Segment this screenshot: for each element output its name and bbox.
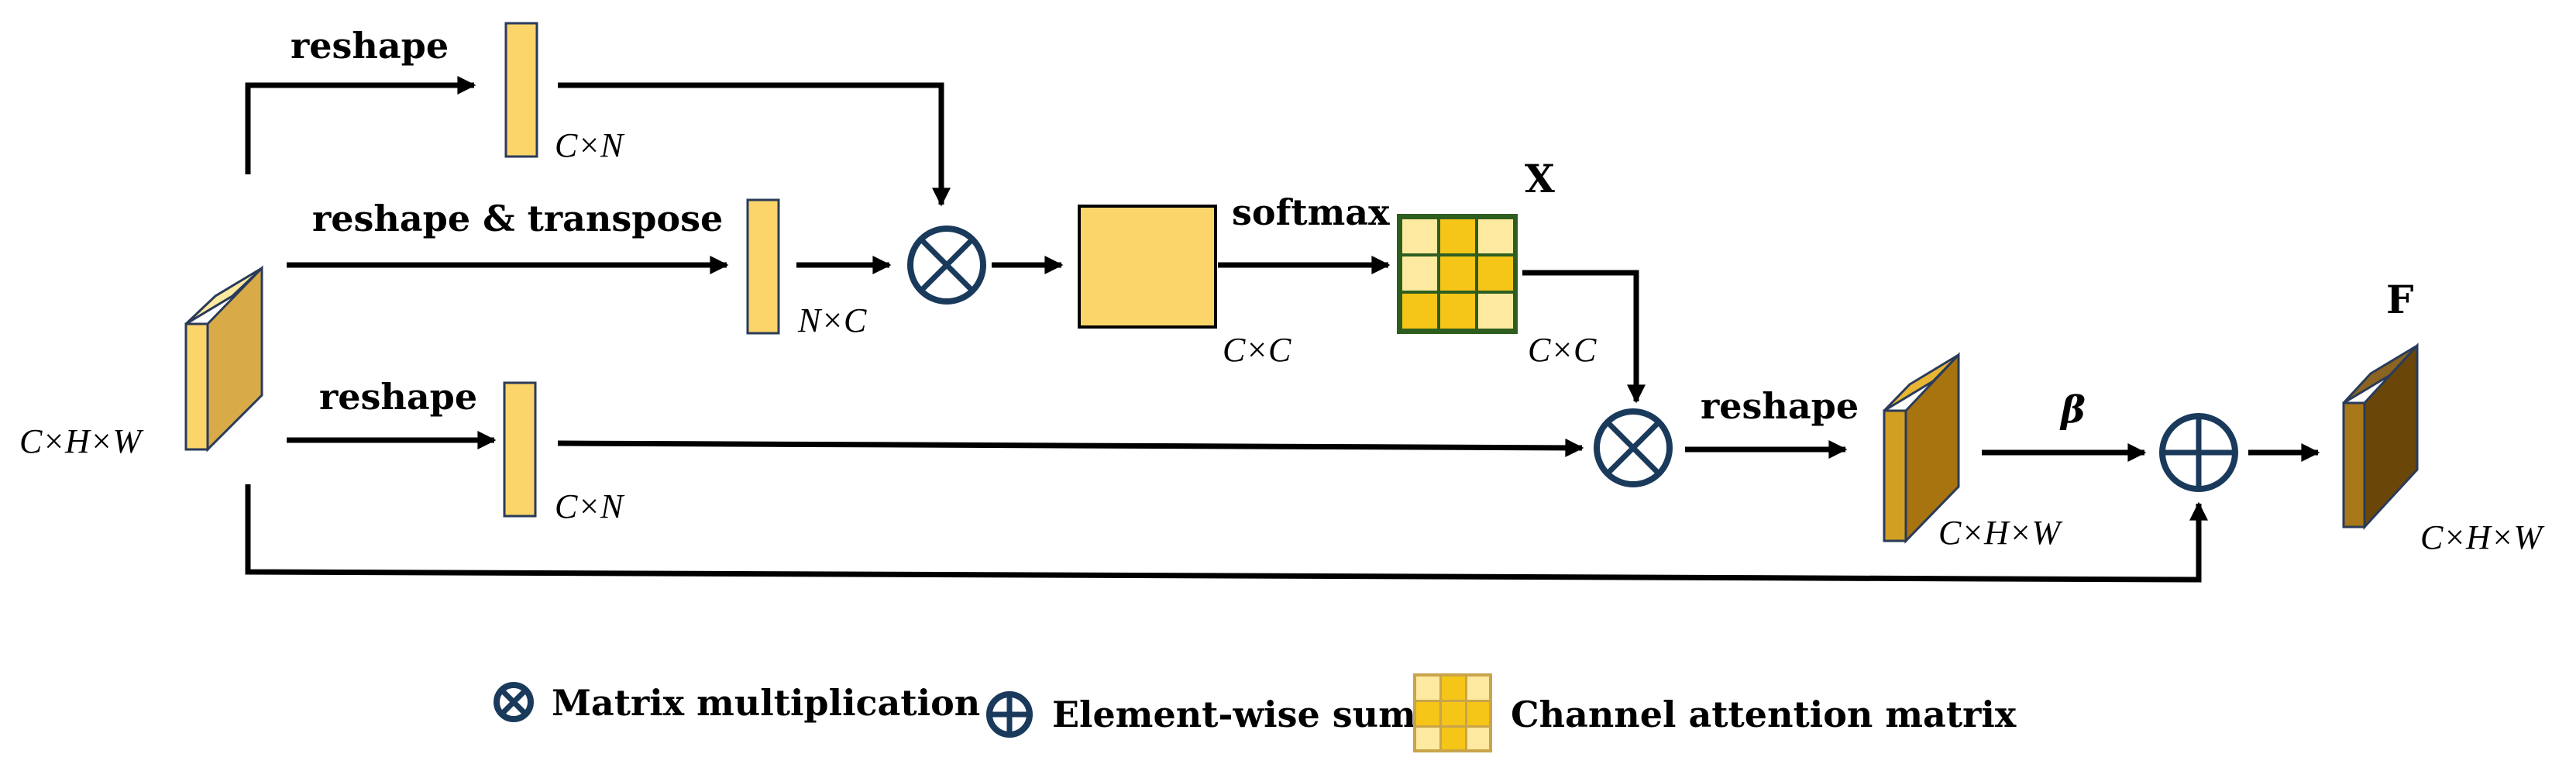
matrix-multiplication-operator xyxy=(907,225,986,305)
output-dim-label: C×H×W xyxy=(2420,518,2545,556)
attention-dim-label: C×C xyxy=(1528,331,1597,369)
edge-attention-to-mult2 xyxy=(1522,270,1646,404)
edge-label-beta: β xyxy=(2059,388,2086,432)
legend-sum-label: Element-wise sum xyxy=(1052,694,1416,735)
input-tensor xyxy=(184,265,263,453)
key-block xyxy=(504,22,538,158)
edge-label-softmax: softmax xyxy=(1232,191,1390,233)
product-dim-label: C×C xyxy=(1223,331,1291,369)
query-block xyxy=(746,198,780,335)
reshaped-tensor xyxy=(1883,352,1960,544)
query-dim-label: N×C xyxy=(797,301,867,339)
legend-mult-icon xyxy=(494,682,534,722)
value-dim-label: C×N xyxy=(555,487,625,525)
key-dim-label: C×N xyxy=(555,126,625,164)
product-block xyxy=(1078,205,1217,329)
output-title: F xyxy=(2386,277,2414,322)
edge-label-reshape-transpose: reshape & transpose xyxy=(312,198,723,239)
value-block xyxy=(503,381,537,518)
legend-attn-label: Channel attention matrix xyxy=(1511,694,2017,735)
legend-sum-icon xyxy=(986,691,1033,738)
attention-matrix xyxy=(1397,214,1518,334)
edge-key-to-mult1 xyxy=(558,82,951,207)
element-wise-sum-operator xyxy=(2159,413,2238,492)
attention-title: X xyxy=(1525,156,1555,201)
legend-attn-icon xyxy=(1413,673,1492,752)
edges xyxy=(245,76,2320,583)
edge-input-to-key xyxy=(245,76,476,174)
legend-mult-label: Matrix multiplication xyxy=(552,682,980,724)
edge-label-mid-reshape: reshape xyxy=(319,376,477,418)
legend: Matrix multiplication Element-wise sum C… xyxy=(494,673,2017,752)
output-tensor xyxy=(2342,343,2419,530)
edge-label-reshape-after-mult: reshape xyxy=(1701,385,1859,427)
input-dim-label: C×H×W xyxy=(19,422,144,460)
matrix-multiplication-operator xyxy=(1594,408,1673,487)
edge-residual-to-sum xyxy=(245,484,2208,583)
edge-label-top-reshape: reshape xyxy=(291,25,449,67)
edge-value-to-mult2 xyxy=(557,438,1584,457)
reshaped-dim-label: C×H×W xyxy=(1938,514,2063,552)
